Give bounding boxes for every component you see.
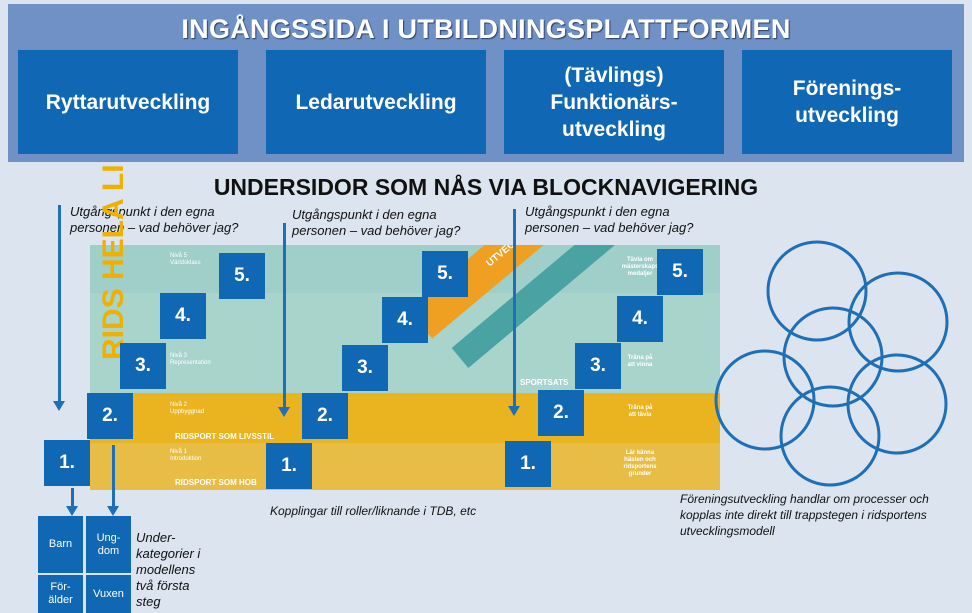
right-text-2: Träna på att tävla bbox=[627, 405, 653, 418]
band-level-5 bbox=[90, 245, 720, 293]
step-3-ledare[interactable]: 3. bbox=[342, 345, 388, 391]
circle-3 bbox=[782, 306, 884, 408]
right-text-5: Tävla om mästerskaps medaljer bbox=[621, 257, 659, 277]
step-5-ledare[interactable]: 5. bbox=[422, 251, 468, 297]
step-2-ryttare[interactable]: 2. bbox=[87, 393, 133, 439]
page-title: INGÅNGSSIDA I UTBILDNINGSPLATTFORMEN bbox=[181, 14, 791, 44]
band-level-2 bbox=[90, 393, 720, 443]
band-text-hobby: RIDSPORT SOM HOB bbox=[175, 478, 257, 487]
step-4-funktionar[interactable]: 4. bbox=[617, 296, 663, 342]
circles-diagram bbox=[714, 240, 949, 487]
band-text-livsstil: RIDSPORT SOM LIVSSTIL bbox=[175, 432, 275, 441]
note-right: Utgångspunkt i den egna personen – vad b… bbox=[525, 204, 694, 235]
step-5-funktionar[interactable]: 5. bbox=[657, 249, 703, 295]
circle-5 bbox=[846, 353, 948, 455]
subcat-barn[interactable]: Barn bbox=[38, 516, 83, 573]
arrow-left-1 bbox=[53, 205, 65, 411]
step-1-ryttare[interactable]: 1. bbox=[44, 440, 90, 486]
vertical-brand-text: RIDS HELA LI bbox=[97, 164, 130, 360]
development-model-image: Nivå 5 Världsklass Nivå 3 Representation… bbox=[90, 245, 720, 490]
level-1-id: Nivå 1 bbox=[170, 449, 188, 455]
arrow-right bbox=[508, 209, 520, 416]
note-left: Utgångspunkt i den egna personen – vad b… bbox=[70, 204, 239, 235]
right-text-1: Lär känna hästen och ridsportens grunder bbox=[623, 450, 657, 477]
step-4-ryttare[interactable]: 4. bbox=[160, 293, 206, 339]
circle-4 bbox=[714, 349, 816, 451]
category-foreningsutveckling[interactable]: Förenings- utveckling bbox=[742, 50, 952, 154]
circle-1 bbox=[766, 240, 868, 342]
category-funktionarsutveckling[interactable]: (Tävlings) Funktionärs- utveckling bbox=[504, 50, 724, 154]
step-4-ledare[interactable]: 4. bbox=[382, 297, 428, 343]
level-2-name: Uppbyggnad bbox=[170, 409, 205, 415]
subcat-ungdom[interactable]: Ung- dom bbox=[86, 516, 131, 573]
level-1-name: Introduktion bbox=[170, 456, 202, 462]
category-ledarutveckling[interactable]: Ledarutveckling bbox=[266, 50, 486, 154]
level-2-id: Nivå 2 bbox=[170, 402, 188, 408]
step-5-ryttare[interactable]: 5. bbox=[219, 253, 265, 299]
step-2-ledare[interactable]: 2. bbox=[302, 393, 348, 439]
sportsats-label: SPORTSATS bbox=[520, 378, 569, 387]
category-ryttarutveckling[interactable]: Ryttarutveckling bbox=[18, 50, 238, 154]
arrow-step1-down bbox=[66, 488, 78, 516]
level-5-name: Världsklass bbox=[170, 260, 201, 266]
section-title: UNDERSIDOR SOM NÅS VIA BLOCKNAVIGERING bbox=[213, 174, 759, 200]
level-3-name: Representation bbox=[170, 360, 211, 366]
step-1-funktionar[interactable]: 1. bbox=[505, 441, 551, 487]
subcat-foralder[interactable]: För- älder bbox=[38, 575, 83, 613]
note-middle: Utgångspunkt i den egna personen – vad b… bbox=[292, 207, 461, 238]
step-3-ryttare[interactable]: 3. bbox=[120, 343, 166, 389]
level-5-id: Nivå 5 bbox=[170, 253, 188, 259]
band-level-1 bbox=[90, 443, 720, 490]
circle-6 bbox=[779, 385, 881, 487]
caption-middle: Kopplingar till roller/liknande i TDB, e… bbox=[270, 504, 477, 518]
step-2-funktionar[interactable]: 2. bbox=[538, 390, 584, 436]
arrow-middle bbox=[278, 223, 290, 417]
step-1-ledare[interactable]: 1. bbox=[266, 443, 312, 489]
step-3-funktionar[interactable]: 3. bbox=[575, 343, 621, 389]
subcat-vuxen[interactable]: Vuxen bbox=[86, 575, 131, 613]
arrow-step2-down bbox=[107, 445, 119, 516]
caption-right: Föreningsutveckling handlar om processer… bbox=[680, 492, 929, 538]
level-3-id: Nivå 3 bbox=[170, 353, 188, 359]
circle-2 bbox=[847, 271, 949, 373]
subcat-note: Under- kategorier i modellens två första… bbox=[136, 530, 201, 609]
right-text-3: Träna på att vinna bbox=[627, 355, 653, 368]
header-panel: INGÅNGSSIDA I UTBILDNINGSPLATTFORMEN Ryt… bbox=[8, 4, 964, 162]
